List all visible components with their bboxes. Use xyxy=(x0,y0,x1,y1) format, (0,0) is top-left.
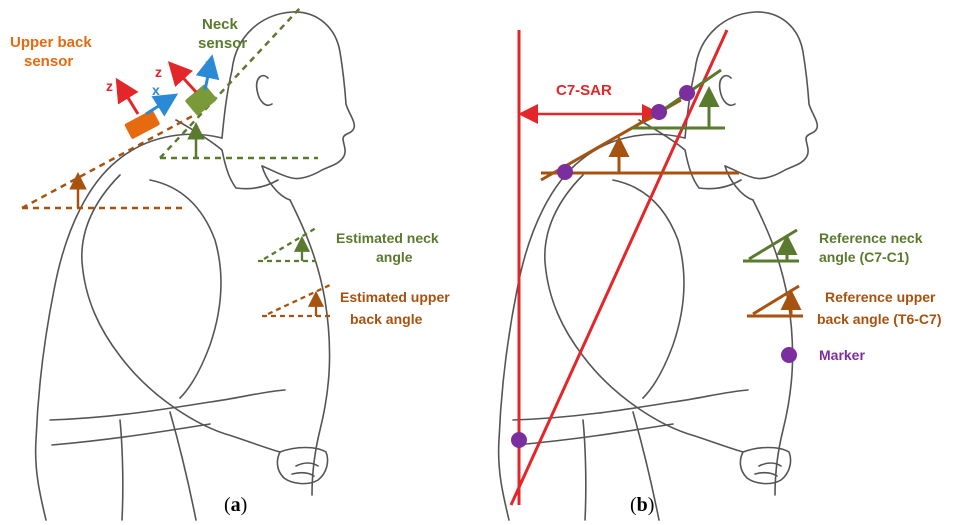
marker-c1 xyxy=(679,85,695,101)
head-outline xyxy=(695,12,817,179)
neck-z-label: z xyxy=(155,64,162,80)
estimated-upper-back-angle xyxy=(22,112,200,208)
upper-back-sensor-label-line2: sensor xyxy=(24,53,73,70)
legend-ref-upper-back-line1: Reference upper xyxy=(825,289,936,305)
panel-b-caption: (b) xyxy=(630,494,654,517)
belt-outline xyxy=(513,390,748,420)
legend-ref-neck-line2: angle (C7-C1) xyxy=(819,249,909,265)
ear-outline xyxy=(720,76,735,106)
reference-lines xyxy=(511,30,727,505)
upper-back-x-label: x xyxy=(152,82,160,98)
panel-a-caption: (a) xyxy=(224,494,247,517)
legend-estimated-upper-back xyxy=(262,285,330,316)
arm-outline xyxy=(82,175,280,452)
person-sketch xyxy=(499,12,818,520)
panel-b: C7-SAR Reference neck angle (C7-C1) xyxy=(481,0,963,525)
legend-ref-neck-line1: Reference neck xyxy=(819,230,923,246)
marker-sar xyxy=(511,432,527,448)
belt-outline xyxy=(50,390,285,420)
legend-upper-back-line1: Estimated upper xyxy=(340,289,450,305)
legend-neck-line2: angle xyxy=(376,249,413,265)
upper-back-sensor-label-line1: Upper back xyxy=(10,34,92,51)
legend-upper-back-line2: back angle xyxy=(350,311,423,327)
upper-back-z-label: z xyxy=(106,78,113,94)
neck-x-label: x xyxy=(205,56,213,72)
marker-t6 xyxy=(557,164,573,180)
legend-marker-label: Marker xyxy=(819,347,865,363)
back-outline xyxy=(36,134,222,520)
c7-sar-label: C7-SAR xyxy=(556,82,612,99)
estimated-neck-angle xyxy=(160,8,318,158)
panel-b-diagram: C7-SAR Reference neck angle (C7-C1) xyxy=(481,0,963,525)
neck-sensor xyxy=(176,66,217,116)
person-sketch xyxy=(36,12,355,520)
legend-ref-upper-back-line2: back angle (T6-C7) xyxy=(817,311,941,327)
panel-a: z x z x Neck sensor Upper back sensor Es… xyxy=(0,0,481,525)
arm-outline xyxy=(545,175,743,452)
legend-neck-line1: Estimated neck xyxy=(336,230,439,246)
markers xyxy=(511,85,695,448)
head-outline xyxy=(232,12,354,179)
neck-sensor-label-line2: sensor xyxy=(198,35,247,52)
legend-reference-neck xyxy=(743,230,799,261)
legend-estimated-neck xyxy=(258,228,316,261)
neck-sensor-label-line1: Neck xyxy=(202,16,239,33)
legend-marker-dot xyxy=(781,347,797,363)
marker-c7 xyxy=(651,104,667,120)
ear-outline xyxy=(257,76,272,106)
hand-outline xyxy=(740,448,790,484)
legend-reference-upper-back xyxy=(747,286,803,316)
panel-a-diagram: z x z x Neck sensor Upper back sensor Es… xyxy=(0,0,481,525)
hand-outline xyxy=(277,448,327,484)
